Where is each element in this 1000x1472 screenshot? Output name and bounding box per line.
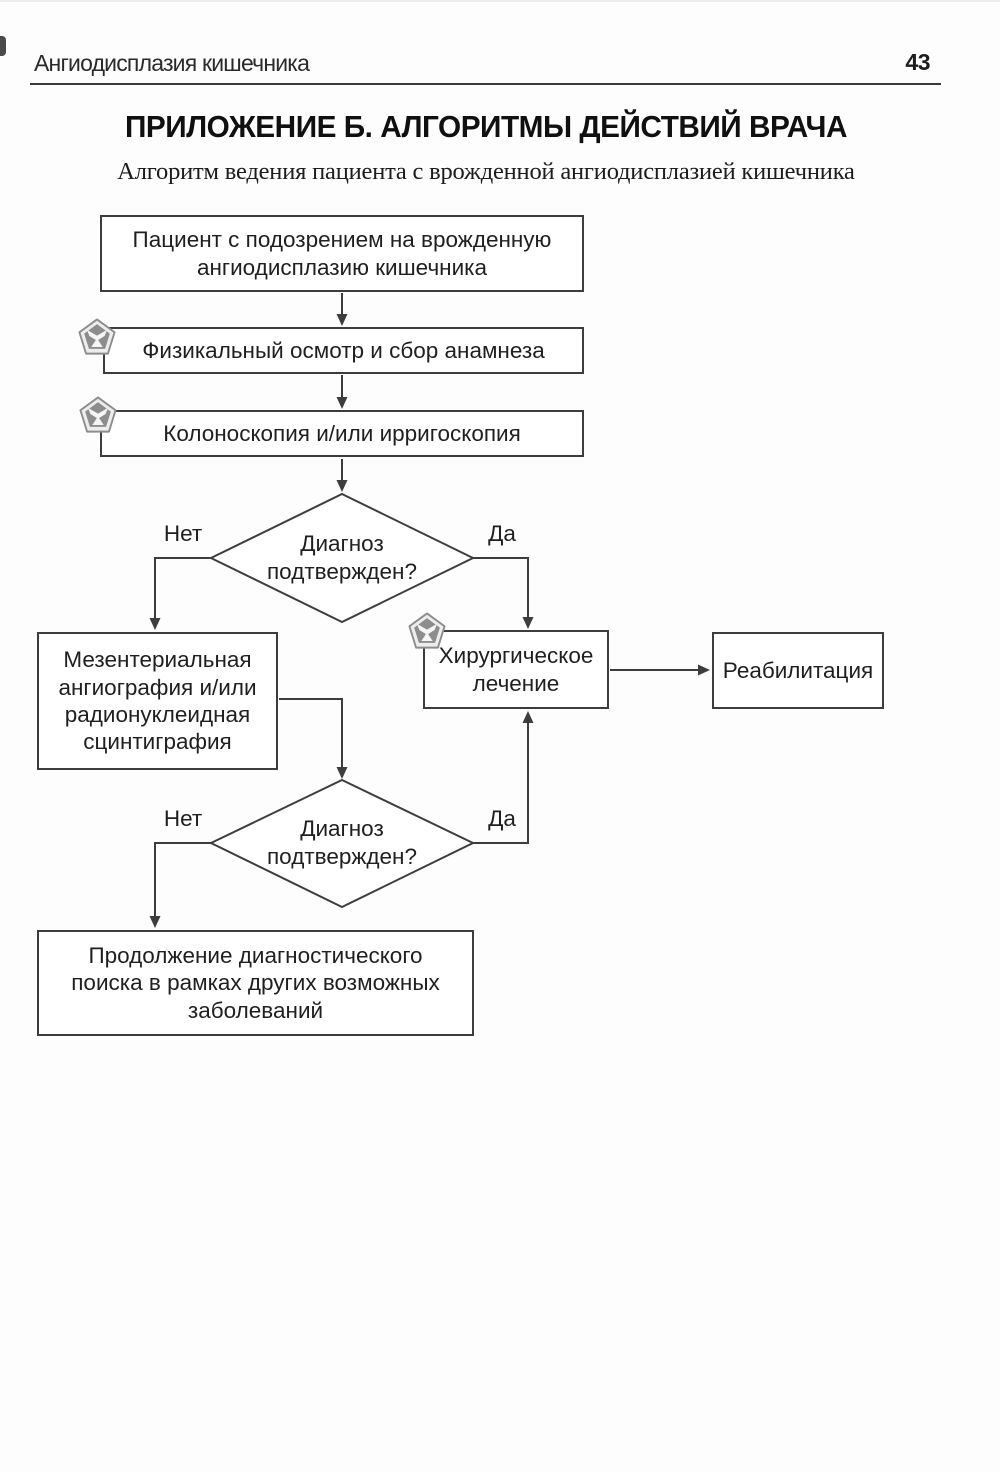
arrow-down-icon xyxy=(522,617,534,629)
page-number: 43 xyxy=(905,49,930,75)
algorithm-subtitle: Алгоритм ведения пациента с врожденной а… xyxy=(117,158,855,185)
arrow-down-icon xyxy=(336,767,348,779)
branch-yes-label: Да xyxy=(488,521,516,546)
quality-mark-icon xyxy=(78,318,116,355)
node-mesenteric-angiography: Мезентериальная ангиография и/или радион… xyxy=(37,632,278,770)
arrow-up-icon xyxy=(522,711,534,723)
header-rule xyxy=(30,83,941,85)
node-rehabilitation: Реабилитация xyxy=(712,632,884,709)
edge-decision2-yes xyxy=(473,722,529,844)
arrow-down-icon xyxy=(336,480,348,492)
node-physical-exam: Физикальный осмотр и сбор анамнеза xyxy=(103,327,584,374)
appendix-title: ПРИЛОЖЕНИЕ Б. АЛГОРИТМЫ ДЕЙСТВИЙ ВРАЧА xyxy=(125,109,847,144)
decision-2-label: Диагноз подтвержден? xyxy=(267,815,417,869)
node-surgical-treatment: Хирургическое лечение xyxy=(423,630,609,709)
scan-top-edge xyxy=(0,0,1000,2)
decision-1-label: Диагноз подтвержден? xyxy=(267,530,417,584)
running-header-title: Ангиодисплазия кишечника xyxy=(34,50,310,76)
arrow-right-icon xyxy=(698,664,710,676)
quality-mark-icon xyxy=(79,396,117,433)
edge-decision2-no xyxy=(154,842,211,917)
quality-mark-icon xyxy=(408,612,446,649)
decision-diamond-2 xyxy=(208,778,476,909)
branch-no-label: Нет xyxy=(163,806,203,831)
arrow-down-icon xyxy=(149,916,161,928)
scan-smudge xyxy=(0,36,6,56)
branch-no-label: Нет xyxy=(163,521,203,546)
arrowheads xyxy=(149,314,710,928)
node-continue-diagnostic-search: Продолжение диагностического поиска в ра… xyxy=(37,930,474,1036)
edge-decision1-no xyxy=(154,557,211,619)
edge-angio-to-decision2 xyxy=(279,698,343,768)
arrow-down-icon xyxy=(336,314,348,326)
branch-yes-label: Да xyxy=(488,806,516,831)
node-patient: Пациент с подозрением на врожденную анги… xyxy=(100,215,584,292)
decision-diamond-1 xyxy=(208,492,476,624)
arrow-down-icon xyxy=(336,397,348,409)
edge-decision1-yes xyxy=(473,557,529,618)
arrow-down-icon xyxy=(149,618,161,630)
node-colonoscopy: Колоноскопия и/или ирригоскопия xyxy=(100,410,584,457)
